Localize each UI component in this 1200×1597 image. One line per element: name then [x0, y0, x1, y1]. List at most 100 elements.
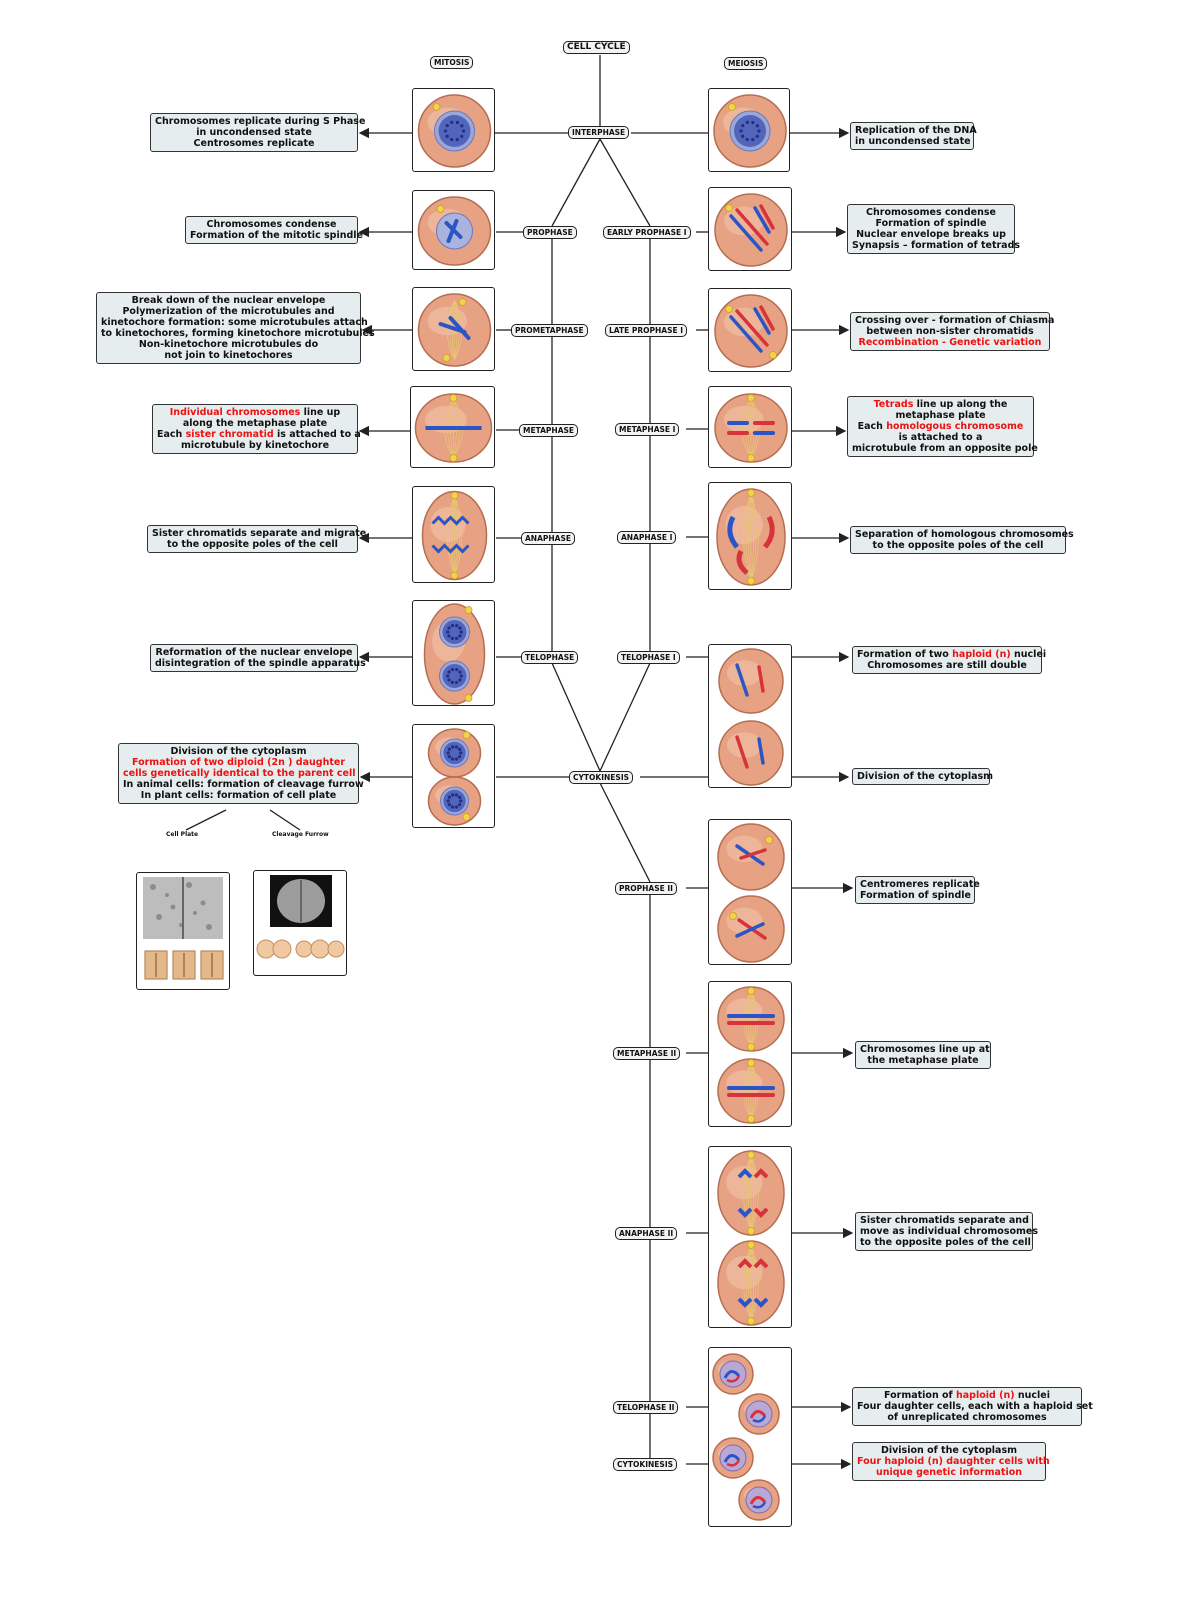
note-line: Centrosomes replicate: [193, 138, 315, 149]
cell-drawing: [423, 603, 486, 705]
note-mitosis-interphase: Chromosomes replicate during S Phase in …: [150, 113, 366, 152]
node-interphase: INTERPHASE: [568, 126, 630, 139]
highlight-line: Recombination - Genetic variation: [858, 337, 1042, 348]
cell-drawing: [717, 986, 785, 1052]
cell-drawing: [414, 393, 493, 463]
node-cytokinesis-2: CYTOKINESIS: [613, 1458, 678, 1471]
note-line: Chromosomes condense: [866, 207, 996, 218]
cell-drawing: [738, 1479, 780, 1521]
note-line: of unreplicated chromosomes: [887, 1412, 1047, 1423]
node-prophase-2: PROPHASE II: [615, 882, 677, 895]
note-line: Tetrads line up along the: [852, 399, 1029, 410]
note-text: Each: [857, 421, 887, 432]
note-line: Non-kinetochore microtubules do: [138, 339, 319, 350]
note-line: to the opposite poles of the cell: [860, 1237, 1031, 1248]
image-meiosis-anaphase-1: [708, 482, 792, 590]
note-meiosis-prophase-2: Centromeres replicate Formation of spind…: [855, 876, 980, 904]
highlight-line: Formation of two diploid (2n ) daughter: [131, 757, 346, 768]
note-line: Chromosomes line up at: [860, 1044, 990, 1055]
image-meiosis-late-prophase-1: [708, 288, 792, 372]
note-line: Chromosomes condense: [206, 219, 337, 230]
node-early-prophase-1: EARLY PROPHASE I: [603, 226, 691, 239]
note-meiosis-telophase-1: Formation of two haploid (n) nuclei Chro…: [852, 646, 1046, 674]
cell-drawing: [427, 728, 482, 778]
highlight-text: Individual chromosomes: [169, 407, 301, 418]
image-meiosis-metaphase-1: [708, 386, 792, 468]
note-line: In plant cells: formation of cell plate: [140, 790, 337, 801]
cell-drawing: [717, 823, 785, 891]
cell-drawing: [714, 294, 788, 368]
note-line: the metaphase plate: [867, 1055, 979, 1066]
note-text: line up along the: [913, 399, 1008, 410]
cell-drawing: [717, 1240, 785, 1326]
cell-illustration: [714, 393, 788, 463]
note-line: Chromosomes replicate during S Phase: [155, 116, 366, 127]
note-line: to the opposite poles of the cell: [872, 540, 1044, 551]
image-meiosis-interphase: [708, 88, 790, 172]
note-meiosis-cytokinesis-2: Division of the cytoplasm Four haploid (…: [852, 1442, 1050, 1481]
cell-drawing: [421, 490, 488, 581]
note-meiosis-interphase: Replication of the DNA in uncondensed st…: [850, 122, 977, 150]
cell-illustration: [717, 823, 785, 963]
branch-mitosis: MITOSIS: [430, 56, 474, 69]
note-line: Formation of the mitotic spindle: [190, 230, 363, 241]
note-meiosis-anaphase-1: Separation of homologous chromosomes to …: [850, 526, 1074, 554]
note-line: is attached to a: [898, 432, 983, 443]
note-line: Division of the cytoplasm: [857, 771, 994, 782]
cell-illustration: [427, 728, 482, 826]
node-metaphase-2: METAPHASE II: [613, 1047, 681, 1060]
cell-drawing: [427, 776, 482, 826]
image-cleavage-furrow: [253, 870, 347, 976]
node-anaphase: ANAPHASE: [521, 532, 575, 545]
note-mitosis-anaphase: Sister chromatids separate and migrate t…: [147, 525, 367, 553]
note-line: In animal cells: formation of cleavage f…: [123, 779, 364, 790]
branch-meiosis: MEIOSIS: [724, 57, 768, 70]
note-line: Sister chromatids separate and migrate: [152, 528, 367, 539]
note-line: Four daughter cells, each with a haploid…: [857, 1401, 1093, 1412]
note-text: line up: [300, 407, 341, 418]
cell-drawing: [716, 488, 786, 586]
image-meiosis-metaphase-2: [708, 981, 792, 1127]
image-meiosis-early-prophase-1: [708, 187, 792, 271]
note-line: metaphase plate: [895, 410, 986, 421]
note-line: not join to kinetochores: [164, 350, 293, 361]
node-metaphase: METAPHASE: [519, 424, 579, 437]
cell-illustration: [417, 196, 492, 266]
node-telophase: TELOPHASE: [521, 651, 579, 664]
cell-drawing: [717, 1150, 785, 1236]
image-meiosis-prophase-2: [708, 819, 792, 965]
note-text: nuclei: [1014, 1390, 1050, 1401]
note-line: Polymerization of the microtubules and: [122, 306, 335, 317]
note-meiosis-metaphase-1: Tetrads line up along the metaphase plat…: [847, 396, 1038, 457]
image-mitosis-telophase: [412, 600, 495, 706]
cell-illustration: [417, 293, 492, 367]
note-line: move as individual chromosomes: [860, 1226, 1039, 1237]
note-line: Each homologous chromosome: [852, 421, 1029, 432]
note-meiosis-anaphase-2: Sister chromatids separate and move as i…: [855, 1212, 1039, 1251]
note-line: Each sister chromatid is attached to a: [157, 429, 361, 440]
cell-illustration: [414, 393, 493, 463]
image-mitosis-metaphase: [410, 386, 495, 468]
note-line: Division of the cytoplasm: [170, 746, 307, 757]
note-text: is attached to a: [273, 429, 361, 440]
image-mitosis-prometaphase: [412, 287, 495, 371]
note-mitosis-metaphase: Individual chromosomes line up along the…: [152, 404, 361, 454]
note-line: Reformation of the nuclear envelope: [155, 647, 353, 658]
note-line: Separation of homologous chromosomes: [855, 529, 1074, 540]
cell-drawing: [714, 193, 788, 267]
highlight-text: Tetrads: [873, 399, 914, 410]
node-late-prophase-1: LATE PROPHASE I: [605, 324, 688, 337]
note-mitosis-prometaphase: Break down of the nuclear envelope Polym…: [96, 292, 375, 364]
note-line: Replication of the DNA: [855, 125, 977, 136]
note-text: Each: [157, 429, 186, 440]
note-mitosis-telophase: Reformation of the nuclear envelope disi…: [150, 644, 366, 672]
note-text: Formation of two: [857, 649, 953, 660]
node-cytokinesis: CYTOKINESIS: [569, 771, 634, 784]
image-mitosis-prophase: [412, 190, 495, 270]
note-line: Nuclear envelope breaks up: [856, 229, 1006, 240]
image-cell-plate: [136, 872, 230, 990]
note-line: to kinetochores, forming kinetochore mic…: [101, 328, 375, 339]
cell-illustration: [423, 603, 486, 705]
cell-illustration: [717, 1150, 785, 1326]
note-line: Sister chromatids separate and: [860, 1215, 1029, 1226]
